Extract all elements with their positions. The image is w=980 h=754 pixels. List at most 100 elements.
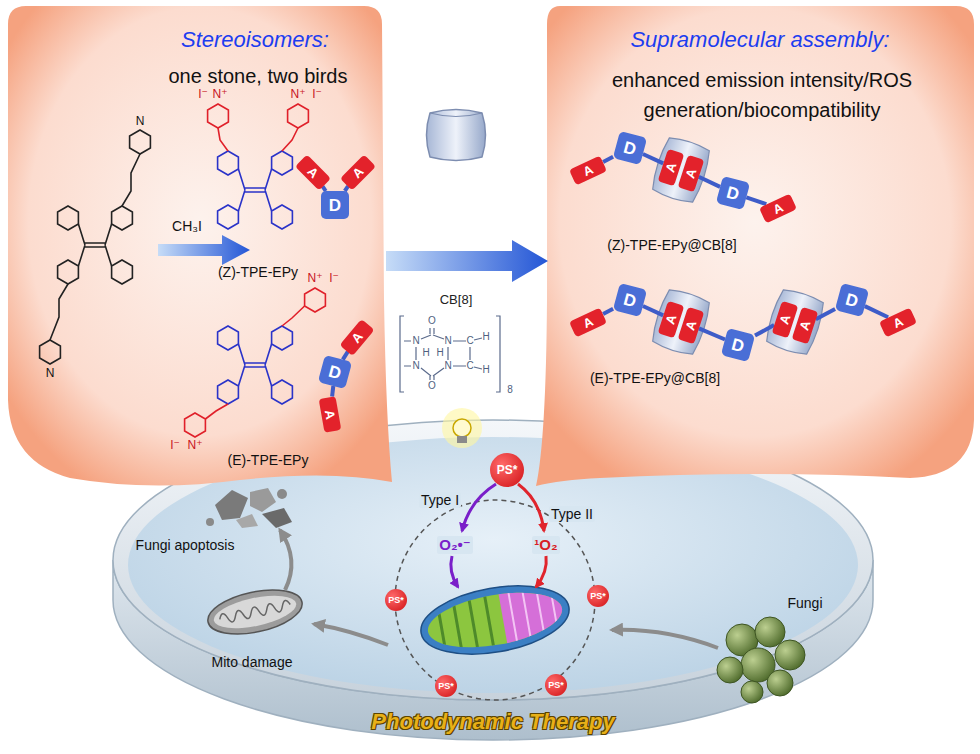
- linker-bar: [746, 197, 766, 204]
- linker-bar: [643, 306, 663, 315]
- block-letter: A: [581, 162, 595, 178]
- z-isomer-structure: [208, 104, 309, 229]
- atom-label: N: [136, 115, 145, 129]
- atom-label: N: [412, 360, 419, 372]
- atom-label: C: [466, 360, 473, 372]
- photosensitizer-circle: PS*: [587, 585, 609, 607]
- atom-label: O: [428, 380, 436, 392]
- z-isomer-structure: [218, 128, 298, 151]
- tpe-epy-structure: [130, 130, 151, 154]
- tpe-epy-structure: [112, 206, 133, 230]
- block-letter: D: [844, 290, 860, 310]
- atom-label: O: [428, 315, 436, 327]
- cucurbituril-structure: [421, 368, 444, 380]
- block-letter: D: [622, 290, 638, 310]
- block-letter: PS*: [438, 682, 454, 691]
- block-letter: A: [349, 329, 365, 345]
- atom-label: N⁺: [308, 272, 323, 286]
- e-isomer-structure: [185, 413, 206, 437]
- atom-label: H: [436, 347, 443, 359]
- cucurbituril-structure: [404, 341, 411, 366]
- e-isomer-structure: [272, 326, 293, 350]
- block-letter: A: [777, 313, 792, 326]
- block-letter: D: [622, 138, 638, 158]
- block-letter: PS*: [497, 464, 518, 476]
- compound-label: (E)-TPE-EPy: [228, 452, 309, 468]
- compound-label: (Z)-TPE-EPy@CB[8]: [607, 237, 736, 253]
- block-letter: D: [730, 335, 746, 355]
- z-isomer-structure: [238, 169, 271, 211]
- cucurbituril-structure: [421, 328, 444, 339]
- cucurbituril-structure: [400, 316, 500, 392]
- cucurbituril-ring: [649, 135, 713, 206]
- block-letter: D: [327, 362, 343, 382]
- ros-label: O₂•⁻: [437, 536, 473, 553]
- damaged-mitochondrion: [204, 582, 306, 641]
- damaged-mitochondrion: [211, 590, 299, 635]
- tpe-epy-structure: [50, 154, 140, 340]
- fungal-debris: [236, 514, 258, 528]
- photosensitizer-circle: PS*: [545, 674, 567, 696]
- fungal-debris: [277, 489, 287, 499]
- process-label: Mito damage: [212, 654, 293, 670]
- block-letter: A: [305, 164, 321, 180]
- block-letter: A: [323, 408, 337, 420]
- fungi-cells: [775, 640, 805, 670]
- z-isomer-structure: [272, 151, 293, 175]
- process-arrow: [314, 624, 388, 645]
- e-isomer-structure: [305, 288, 326, 312]
- atom-label: I⁻: [198, 88, 208, 102]
- block-letter: A: [797, 319, 812, 332]
- atom-label: I⁻: [170, 439, 180, 453]
- block-letter: A: [581, 314, 595, 330]
- banner-title: Photodynamic Therapy: [371, 709, 614, 734]
- atom-label: I⁻: [329, 272, 339, 286]
- atom-label: N: [444, 335, 451, 347]
- fungal-debris: [215, 490, 248, 520]
- fungi-cells: [755, 617, 785, 647]
- linker-bar: [699, 177, 720, 187]
- e-isomer-structure: [218, 326, 293, 404]
- speech-bubble: [8, 6, 974, 486]
- block-letter: A: [350, 164, 366, 180]
- linker-bar: [755, 325, 774, 336]
- donor-block: D: [321, 191, 349, 219]
- e-isomer-structure: [218, 380, 239, 404]
- e-isomer-structure: [185, 288, 326, 437]
- photosensitizer-circle: PS*: [385, 589, 407, 611]
- z-isomer-structure: [218, 151, 293, 229]
- cucurbituril-icon: [430, 113, 482, 117]
- block-letter: A: [683, 167, 698, 180]
- e-isomer-structure: [238, 344, 271, 386]
- linker-bar: [699, 328, 725, 339]
- fungi-cells: [741, 681, 763, 703]
- mitochondrion: [437, 577, 577, 659]
- z-isomer-structure: [272, 205, 293, 229]
- compound-label: (Z)-TPE-EPy: [218, 264, 298, 280]
- atom-label: I⁻: [312, 88, 322, 102]
- atom-label: N: [444, 360, 451, 372]
- z-isomer-structure: [208, 104, 229, 128]
- ros-label: ¹O₂: [532, 536, 559, 553]
- e-isomer-structure: [218, 326, 239, 350]
- photosensitizer-circle: PS*: [435, 675, 457, 697]
- fungal-debris: [206, 518, 214, 526]
- reaction-arrow: [158, 235, 548, 282]
- block-letter: A: [683, 319, 698, 332]
- cucurbituril-ring: [649, 287, 713, 358]
- linker-bar: [816, 309, 835, 319]
- fungal-debris: [206, 488, 292, 528]
- atom-label: H: [482, 364, 489, 376]
- ros-arrow: [518, 484, 544, 531]
- atom-label: N⁺: [291, 88, 306, 102]
- tpe-epy-structure: [58, 206, 79, 230]
- process-arrow: [280, 530, 718, 648]
- mitochondrion: [508, 584, 558, 643]
- process-label: Fungi: [787, 595, 822, 611]
- atom-label: H: [482, 331, 489, 343]
- subscript-label: 8: [507, 384, 513, 396]
- block-letter: A: [663, 161, 678, 174]
- reagent-label: CH₃I: [172, 218, 202, 234]
- e-isomer-structure: [185, 288, 326, 437]
